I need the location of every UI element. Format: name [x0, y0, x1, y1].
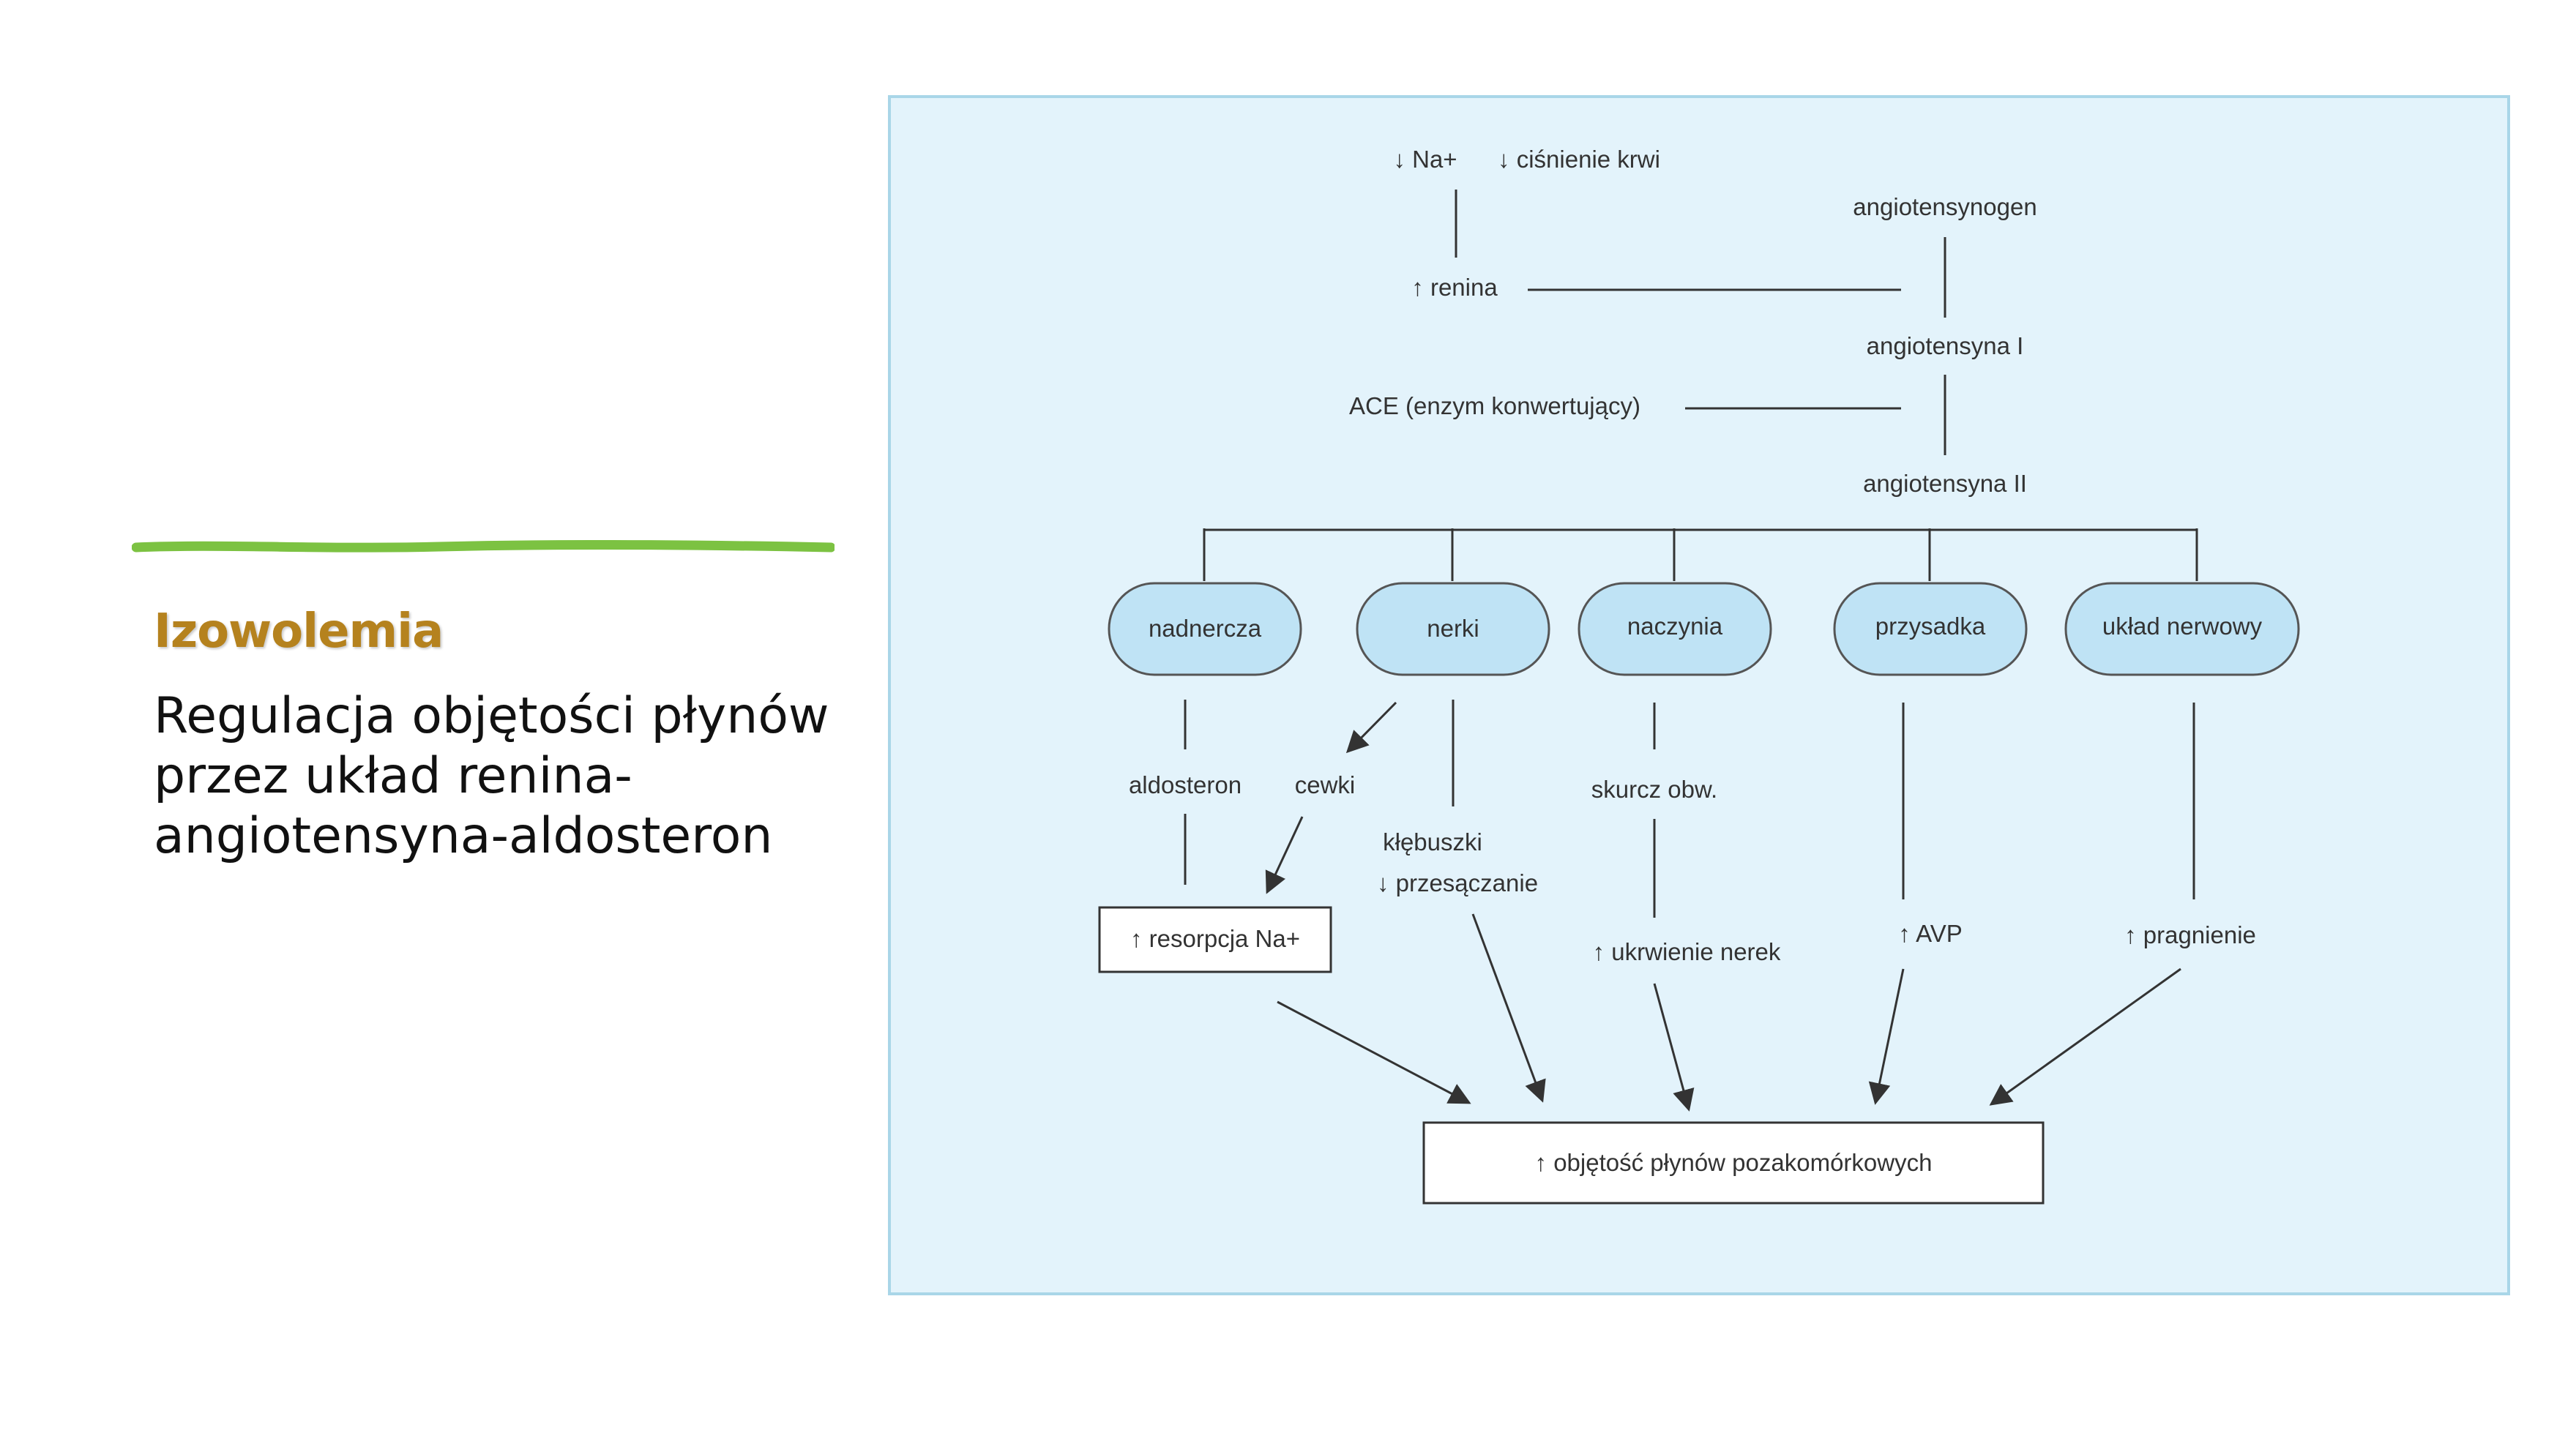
label-kidney-perfusion: ↑ ukrwienie nerek: [1593, 938, 1781, 965]
arrow-thirst-to-result: [1989, 967, 2181, 1106]
label-angiotensin-1: angiotensyna I: [1867, 332, 2024, 359]
label-angiotensinogen: angiotensynogen: [1853, 193, 2036, 220]
description-line-1: Regulacja objętości płynów: [154, 687, 829, 745]
label-angiotensin-2: angiotensyna II: [1863, 470, 2027, 497]
node-nervous-system: układ nerwowy: [2064, 582, 2300, 676]
arrow-tubules-to-resorption: [1265, 816, 1304, 894]
arrow-resorption-to-result: [1277, 1000, 1471, 1104]
accent-divider-line: [132, 540, 835, 553]
raas-diagram: ↓ Na+ ↓ ciśnienie krwi angiotensynogen ↑…: [888, 95, 2510, 1295]
box-sodium-resorption-label: ↑ resorpcja Na+: [1130, 925, 1300, 952]
raas-diagram-canvas: ↓ Na+ ↓ ciśnienie krwi angiotensynogen ↑…: [1098, 146, 2300, 1205]
box-sodium-resorption: ↑ resorpcja Na+: [1098, 906, 1332, 973]
node-adrenal-label: nadnercza: [1149, 615, 1262, 642]
label-sodium-decrease: ↓ Na+: [1393, 146, 1457, 173]
node-kidney-label: nerki: [1427, 615, 1479, 642]
box-extracellular-volume-label: ↑ objętość płynów pozakomórkowych: [1535, 1149, 1933, 1176]
node-vessels-label: naczynia: [1627, 613, 1723, 640]
arrow-avp-to-result: [1868, 968, 1905, 1105]
label-glomeruli: kłębuszki: [1383, 828, 1482, 855]
node-pituitary-label: przysadka: [1875, 613, 1986, 640]
node-vessels: naczynia: [1578, 582, 1772, 676]
label-thirst-increase: ↑ pragnienie: [2124, 921, 2256, 948]
description-line-2: przez układ renina-: [154, 747, 632, 805]
label-ace-enzyme: ACE (enzym konwertujący): [1349, 392, 1640, 419]
label-blood-pressure-decrease: ↓ ciśnienie krwi: [1498, 146, 1660, 173]
label-aldosterone: aldosteron: [1129, 771, 1242, 798]
description-line-3: angiotensyna-aldosteron: [154, 807, 773, 865]
arrow-filtration-to-result: [1471, 913, 1546, 1103]
label-vasoconstriction: skurcz obw.: [1591, 776, 1717, 803]
node-adrenal: nadnercza: [1108, 582, 1302, 676]
label-tubules: cewki: [1295, 771, 1356, 798]
box-extracellular-volume: ↑ objętość płynów pozakomórkowych: [1422, 1121, 2045, 1205]
label-renin: ↑ renina: [1411, 274, 1498, 301]
node-pituitary: przysadka: [1833, 582, 2028, 676]
slide-title: Izowolemia: [154, 604, 444, 659]
node-nervous-system-label: układ nerwowy: [2102, 613, 2263, 640]
arrow-kidney-to-tubules: [1345, 701, 1397, 754]
arrow-perfusion-to-result: [1653, 983, 1695, 1112]
slide-description: Regulacja objętości płynów przez układ r…: [154, 686, 842, 866]
label-filtration-decrease: ↓ przesączanie: [1377, 869, 1538, 896]
label-avp-increase: ↑ AVP: [1898, 920, 1962, 947]
node-kidney: nerki: [1356, 582, 1550, 676]
